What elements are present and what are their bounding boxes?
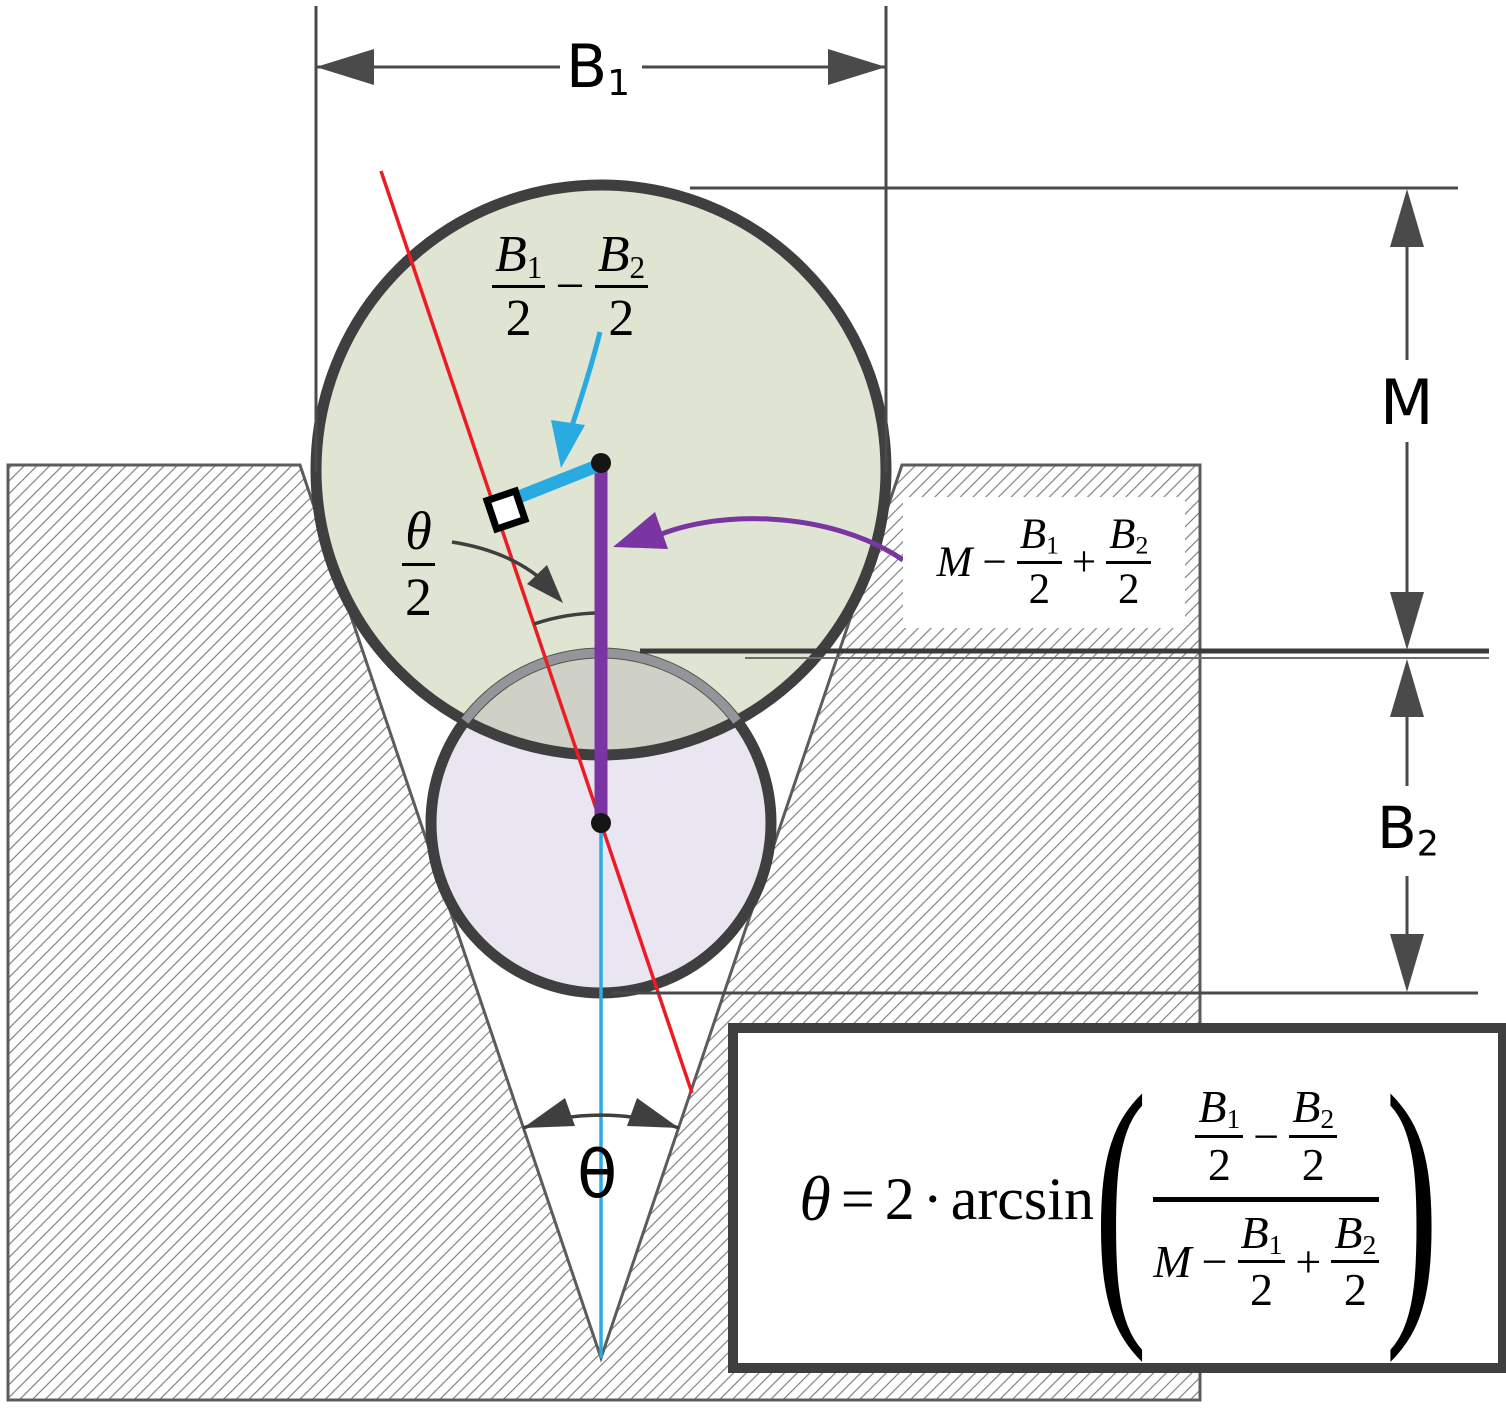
b2-dimension-label: B2 bbox=[1377, 794, 1439, 865]
center-distance-leader-arrowhead bbox=[613, 512, 668, 549]
m-dimension bbox=[1390, 189, 1424, 650]
formula-cdot: · bbox=[922, 1165, 943, 1232]
formula-right-paren: ) bbox=[1385, 1034, 1439, 1364]
formula-theta: θ bbox=[799, 1163, 831, 1234]
radius-difference-leader-arrowhead bbox=[551, 420, 585, 468]
formula-left-paren: ( bbox=[1093, 1034, 1148, 1364]
half-angle-label: θ 2 bbox=[402, 500, 435, 625]
center-distance-leader-curve bbox=[646, 516, 905, 563]
half-angle-leader-arrowhead bbox=[527, 565, 563, 603]
ball1-center-dot bbox=[591, 453, 611, 473]
theta-label: θ bbox=[577, 1136, 618, 1213]
formula-equals: = bbox=[840, 1165, 875, 1232]
m-dimension-label: M bbox=[1380, 366, 1434, 439]
b2-dimension bbox=[1390, 659, 1424, 992]
b1-dimension bbox=[314, 6, 888, 472]
ball2-center-dot bbox=[591, 813, 611, 833]
red-contact-line bbox=[379, 170, 694, 1094]
formula-two: 2 bbox=[884, 1165, 915, 1232]
theta-arc bbox=[522, 1098, 680, 1130]
b1-dimension-label: B1 bbox=[566, 32, 631, 104]
right-angle-marker bbox=[482, 486, 530, 534]
formula-arcsin: arcsin bbox=[950, 1165, 1094, 1232]
